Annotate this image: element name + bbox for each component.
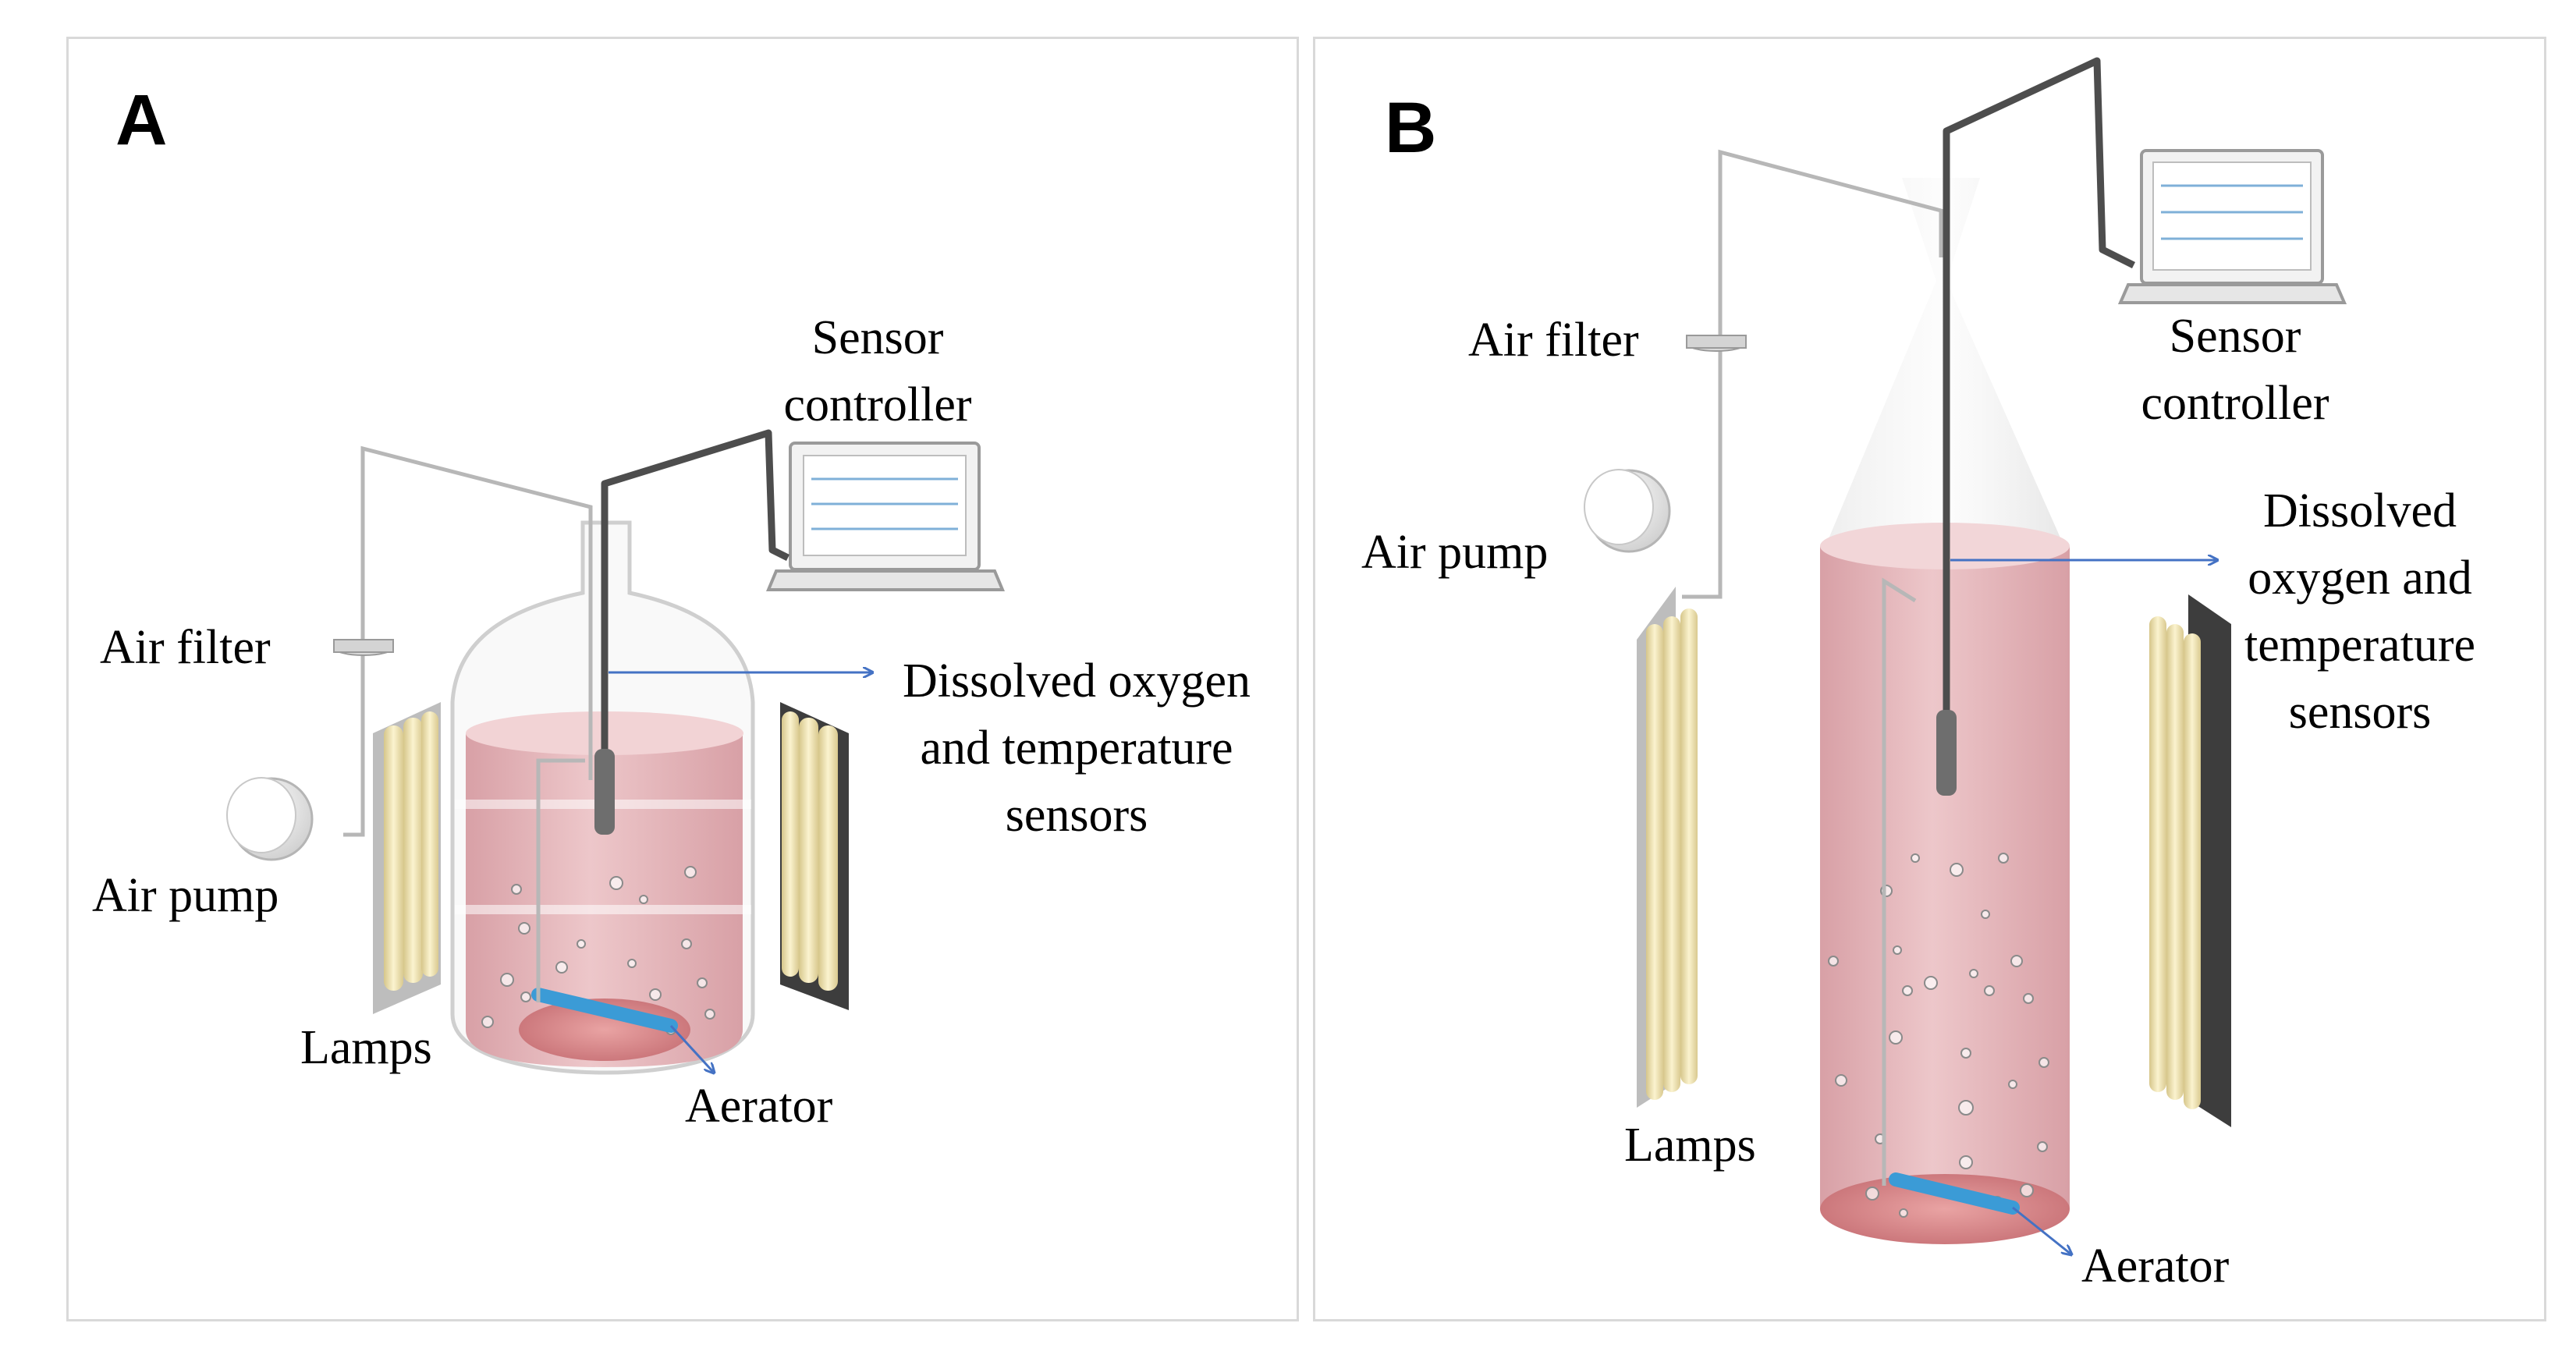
aerator-label-b: Aerator <box>2081 1240 2230 1293</box>
sensor-controller-laptop-icon <box>766 442 1005 591</box>
panel-a <box>66 37 1299 1321</box>
bubbles-b <box>1828 853 2049 1218</box>
lamps-label-b: Lamps <box>1624 1119 1756 1172</box>
air-pump-label-a: Air pump <box>92 869 279 922</box>
sensors-label-a-line3: sensors <box>1005 789 1148 842</box>
air-filter-label-a: Air filter <box>100 621 271 674</box>
air-pump-label-b: Air pump <box>1361 526 1549 579</box>
sensors-label-b-line1: Dissolved <box>2263 484 2457 537</box>
lamps-label-a: Lamps <box>300 1021 432 1074</box>
sensors-label-a: Dissolved oxygen and temperature sensors <box>866 647 1287 849</box>
aerator-label-a: Aerator <box>685 1080 833 1133</box>
sensor-cable-a <box>601 429 790 819</box>
sensors-label-b-line2: oxygen and <box>2248 552 2472 605</box>
air-filter-a-icon <box>333 639 394 656</box>
aerator-arrow-b <box>2012 1206 2071 1254</box>
panel-b <box>1313 37 2546 1321</box>
air-pump-b-icon <box>1584 469 1671 553</box>
sensors-label-a-line2: and temperature <box>920 722 1233 775</box>
sensor-controller-label-a-line1: Sensor <box>811 311 944 364</box>
sensors-label-b-line3: temperature <box>2244 619 2476 672</box>
air-inlet-tube-a <box>536 758 585 1002</box>
air-tube-a <box>343 445 593 837</box>
aerator-b-icon <box>1889 1172 2020 1215</box>
sensor-controller-label-b-line2: controller <box>2141 377 2329 430</box>
lamp-right-b-icon <box>2149 594 2231 1127</box>
panel-b-letter: B <box>1385 88 1437 168</box>
sensor-controller-label-b-line1: Sensor <box>2169 310 2301 363</box>
lamp-right-icon <box>780 702 849 1010</box>
sensor-cable-b <box>1943 57 2136 749</box>
air-filter-b-icon <box>1686 335 1747 352</box>
air-filter-label-b: Air filter <box>1468 314 1639 367</box>
panel-a-graphics <box>226 429 1005 1073</box>
air-pump-a-icon <box>226 777 314 861</box>
sensor-controller-label-a: Sensor controller <box>761 304 995 438</box>
air-inlet-tube-b <box>1882 577 1917 1186</box>
sensor-controller-label-a-line2: controller <box>783 378 972 431</box>
sensors-label-b-line4: sensors <box>2288 686 2432 739</box>
sensor-controller-label-b: Sensor controller <box>2118 303 2352 437</box>
sensor-probe-b-icon <box>1936 710 1957 796</box>
lamp-left-b-icon <box>1637 587 1698 1108</box>
panel-a-letter: A <box>115 80 168 160</box>
panel-b-graphics <box>1584 57 2347 1254</box>
sensor-probe-a-icon <box>594 749 615 835</box>
aerator-a-icon <box>531 988 678 1033</box>
sensors-label-a-line1: Dissolved oxygen <box>902 654 1251 708</box>
sensor-controller-laptop-b-icon <box>2117 149 2347 304</box>
air-tube-b <box>1682 149 1943 599</box>
lamp-left-icon <box>373 702 441 1014</box>
sensors-label-b: Dissolved oxygen and temperature sensors <box>2216 477 2504 746</box>
aerator-arrow-a <box>669 1024 714 1073</box>
